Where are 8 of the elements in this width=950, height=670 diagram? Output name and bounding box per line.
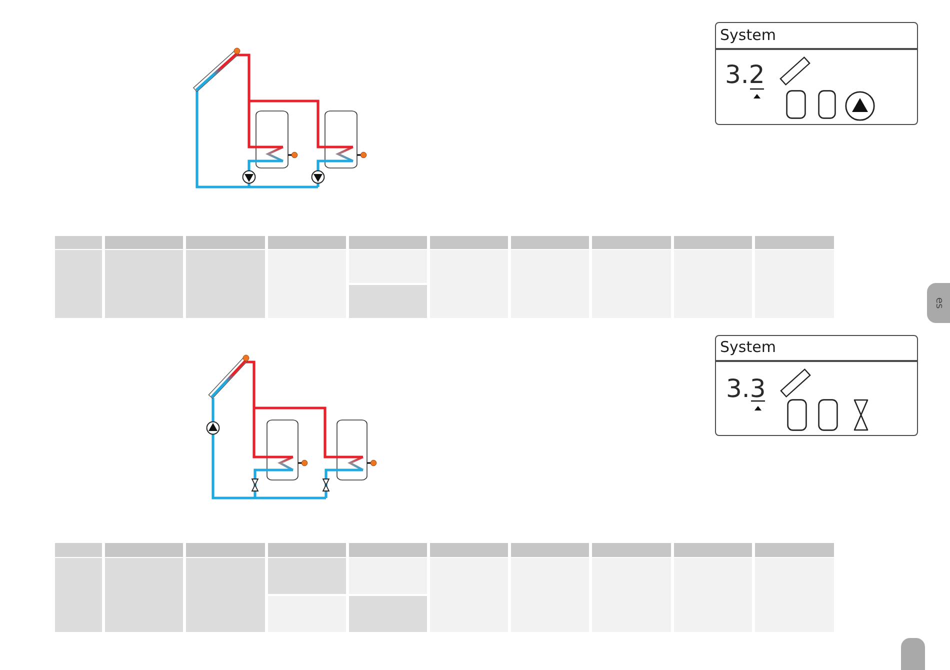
lcd-display bbox=[715, 335, 918, 436]
display-title: System bbox=[720, 339, 776, 356]
language-code: es bbox=[933, 297, 944, 309]
menu-number: 3.2 bbox=[725, 62, 765, 88]
menu-number: 3.3 bbox=[726, 376, 766, 402]
display-title: System bbox=[720, 27, 776, 44]
lcd-display bbox=[715, 22, 918, 125]
side-tab bbox=[927, 283, 950, 323]
